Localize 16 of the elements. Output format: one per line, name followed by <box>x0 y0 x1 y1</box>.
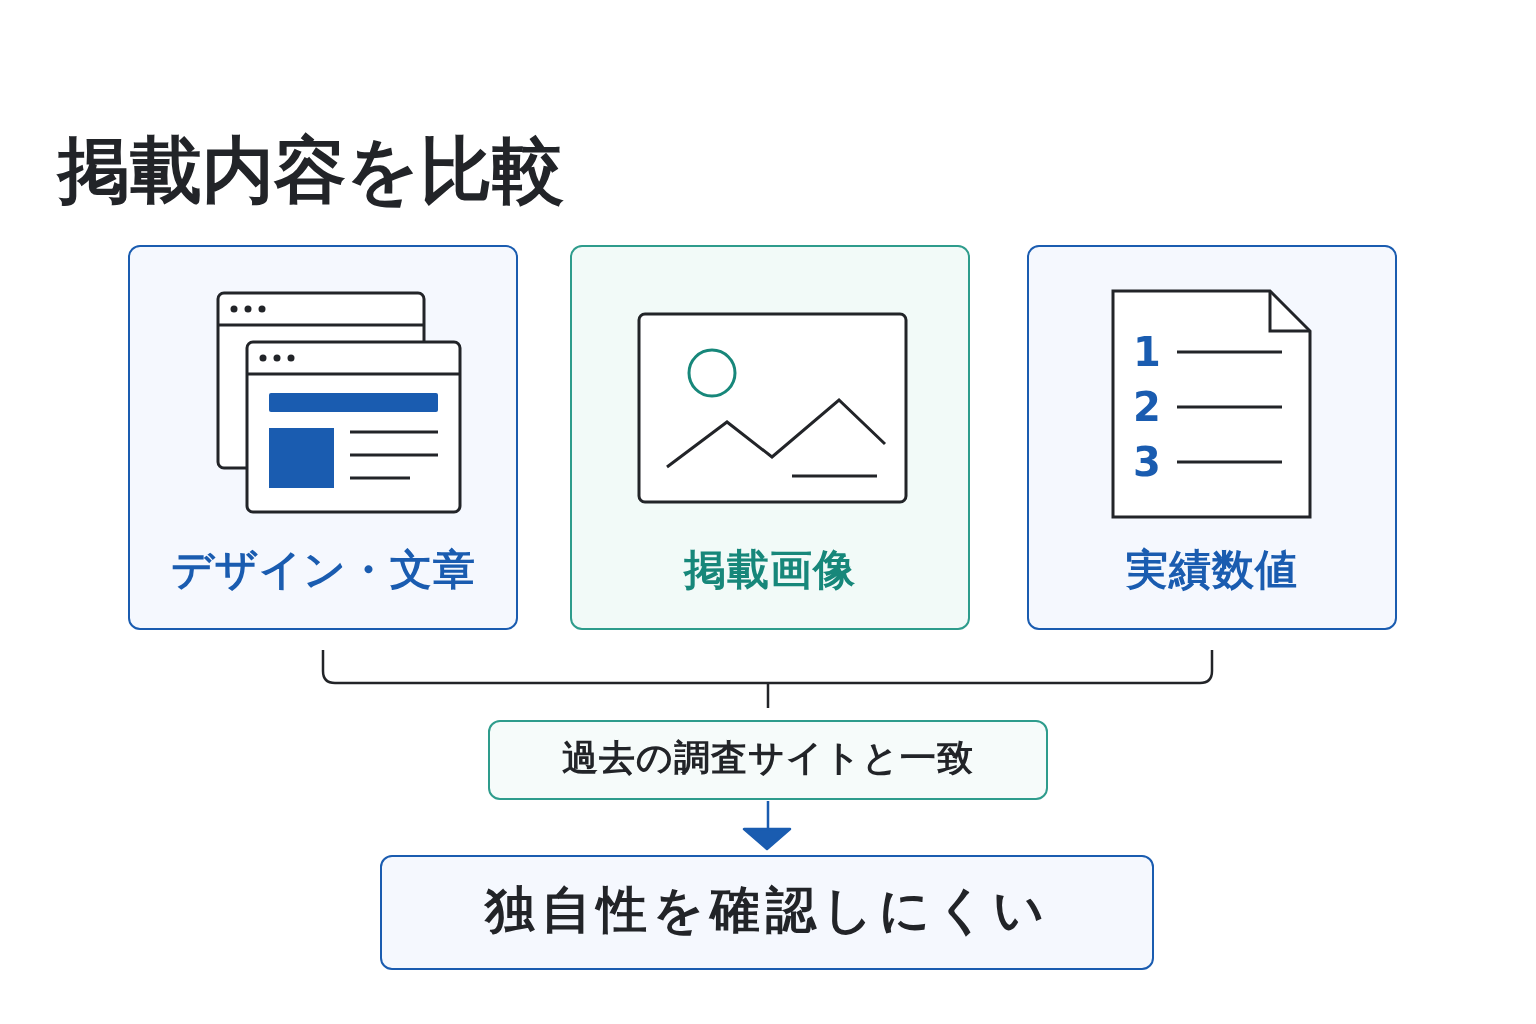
arrow <box>742 799 792 851</box>
card-label: デザイン・文章 <box>170 545 476 595</box>
card <box>570 245 970 630</box>
card-label: 掲載画像 <box>684 545 856 595</box>
list-number: 2 <box>1133 384 1161 430</box>
box-text: 過去の調査サイトと一致 <box>562 736 974 780</box>
card <box>128 245 518 630</box>
card <box>1027 245 1397 630</box>
list-number: 1 <box>1133 329 1161 375</box>
bracket-connector <box>321 648 1214 710</box>
box-text: 独自性を確認しにくい <box>484 881 1050 939</box>
title: 掲載内容を比較 <box>58 127 564 214</box>
conclusion-box <box>380 855 1154 970</box>
card-label: 実績数値 <box>1126 545 1298 595</box>
result-box <box>488 720 1048 800</box>
list-number: 3 <box>1133 439 1161 485</box>
